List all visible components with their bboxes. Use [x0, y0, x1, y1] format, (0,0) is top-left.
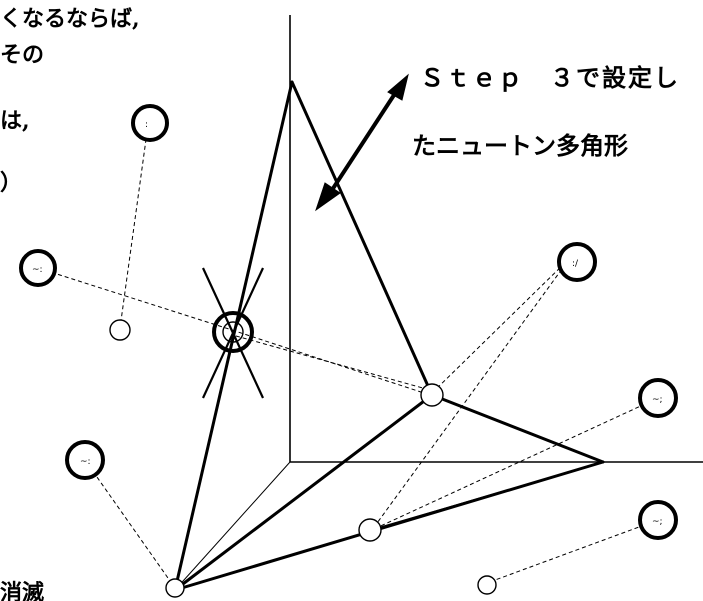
- thin-points: [109, 319, 497, 598]
- point-marks: : ~: :/ ~; ~: ~;: [32, 120, 663, 527]
- heavy-point-1: [131, 104, 169, 142]
- thin-point-3: [358, 518, 382, 542]
- newton-polygon-label: たニュートン多角形: [412, 131, 628, 160]
- thin-point-2: [420, 383, 444, 407]
- text-line-1: くなるならば,: [0, 6, 140, 32]
- text-line-4: ）: [0, 170, 23, 196]
- cross-mark: [202, 267, 264, 399]
- heavy-point-4: [638, 378, 678, 418]
- heavy-point-3: [557, 242, 597, 282]
- heavy-point-5: [65, 440, 105, 480]
- heavy-point-2: [19, 249, 57, 287]
- mark-1: :: [145, 120, 148, 130]
- diagonal-axis: [174, 461, 291, 591]
- interior-line-a: [174, 394, 433, 591]
- removed-point-outer: [212, 311, 254, 353]
- mark-3: :/: [572, 259, 579, 269]
- polygon-edge-apex-right: [290, 80, 434, 397]
- connector-3b: [235, 335, 431, 391]
- thin-point-1: [109, 319, 131, 341]
- interior-line-b: [369, 461, 604, 531]
- mark-5: ~:: [80, 457, 91, 467]
- arrow-shaft: [330, 90, 398, 192]
- arrow-head-up-icon: [387, 73, 409, 101]
- mark-6: ~;: [652, 517, 663, 527]
- thin-point-5: [165, 578, 185, 598]
- connector-4: [429, 257, 571, 396]
- connector-2: [37, 267, 233, 331]
- text-line-2: その: [0, 42, 45, 68]
- heavy-point-6: [638, 500, 678, 540]
- removed-point-inner: [222, 321, 244, 343]
- thin-point-4: [477, 575, 497, 595]
- connector-8: [84, 459, 176, 589]
- polygon-edge-mid-right: [430, 393, 605, 464]
- vanish-label: 消滅: [0, 580, 45, 601]
- connector-1: [119, 124, 149, 329]
- heavy-points: [19, 104, 678, 540]
- step-label: Ｓｔｅｐ ３で設定し: [420, 63, 680, 92]
- cross-stroke-2: [202, 267, 264, 399]
- dashed-connectors: [37, 124, 659, 589]
- connector-6: [371, 397, 659, 531]
- connector-5: [371, 257, 571, 531]
- connector-7: [486, 519, 659, 584]
- removed-point: [212, 311, 254, 353]
- mark-4: ~;: [652, 395, 663, 405]
- text-line-3: は,: [0, 108, 30, 134]
- double-arrow: [315, 73, 409, 212]
- mark-2: ~:: [32, 265, 43, 275]
- arrow-head-down-icon: [315, 182, 341, 212]
- interior-lines: [174, 394, 604, 591]
